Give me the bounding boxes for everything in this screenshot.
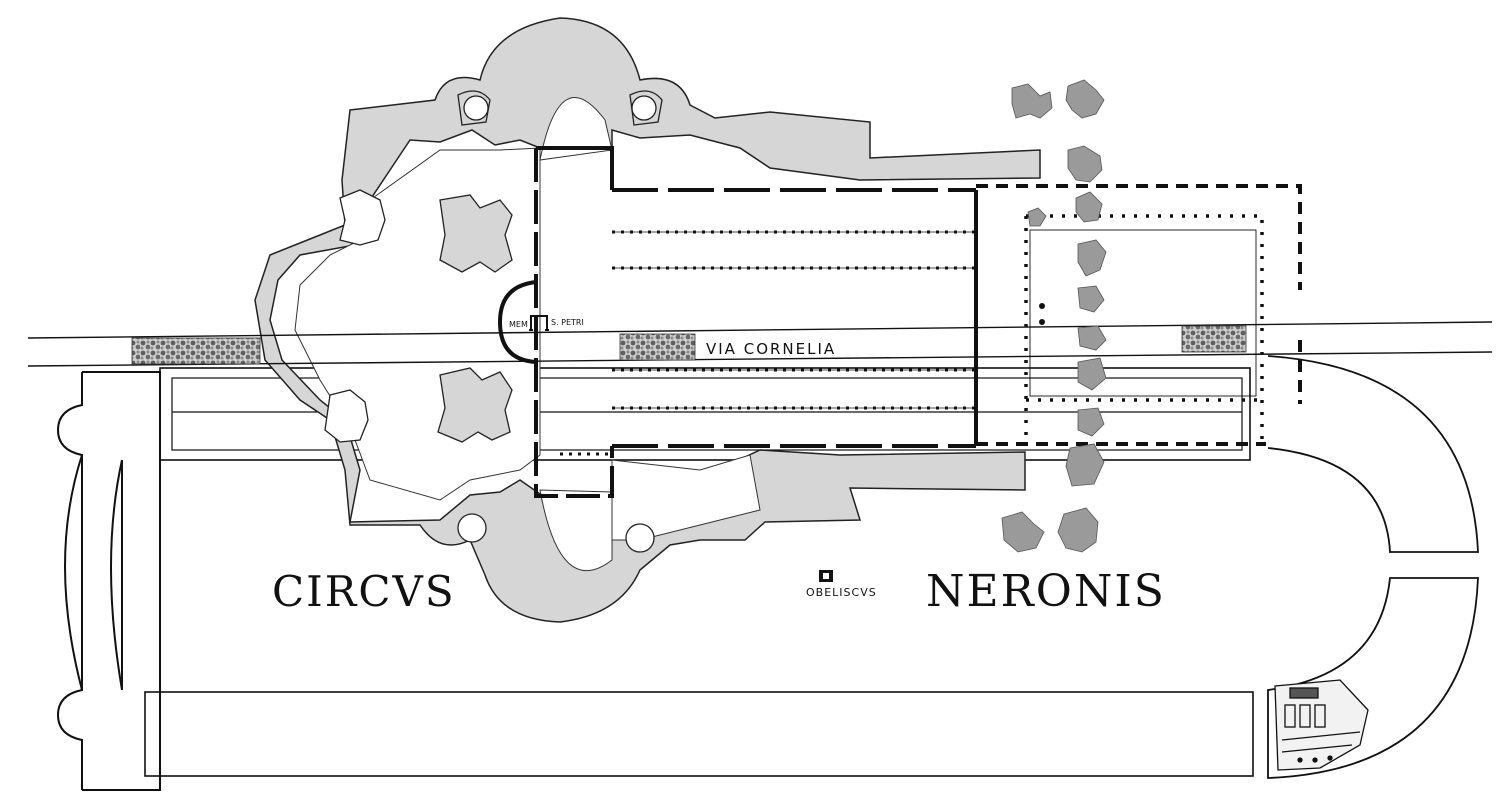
via-cornelia-road bbox=[27, 321, 1493, 367]
circus-outline bbox=[56, 355, 1479, 791]
new-basilica-outline bbox=[254, 17, 1041, 623]
excavation-detail bbox=[1274, 679, 1369, 771]
label-neronis: NERONIS bbox=[926, 566, 1166, 617]
tomb-clusters bbox=[131, 325, 1247, 365]
tombs bbox=[1001, 79, 1107, 553]
label-obeliscus: OBELISCVS bbox=[806, 586, 877, 599]
old-basilica bbox=[497, 146, 978, 498]
label-via-cornelia: VIA CORNELIA bbox=[706, 340, 836, 358]
aisle-lines bbox=[612, 231, 976, 409]
label-mem: MEM bbox=[509, 320, 528, 329]
obelisk-marker bbox=[819, 570, 833, 582]
atrium bbox=[976, 184, 1302, 446]
memoria-s-petri bbox=[529, 315, 549, 331]
label-s-petri: S. PETRI bbox=[551, 318, 584, 327]
piers bbox=[324, 90, 663, 553]
label-circus: CIRCVS bbox=[272, 567, 456, 616]
